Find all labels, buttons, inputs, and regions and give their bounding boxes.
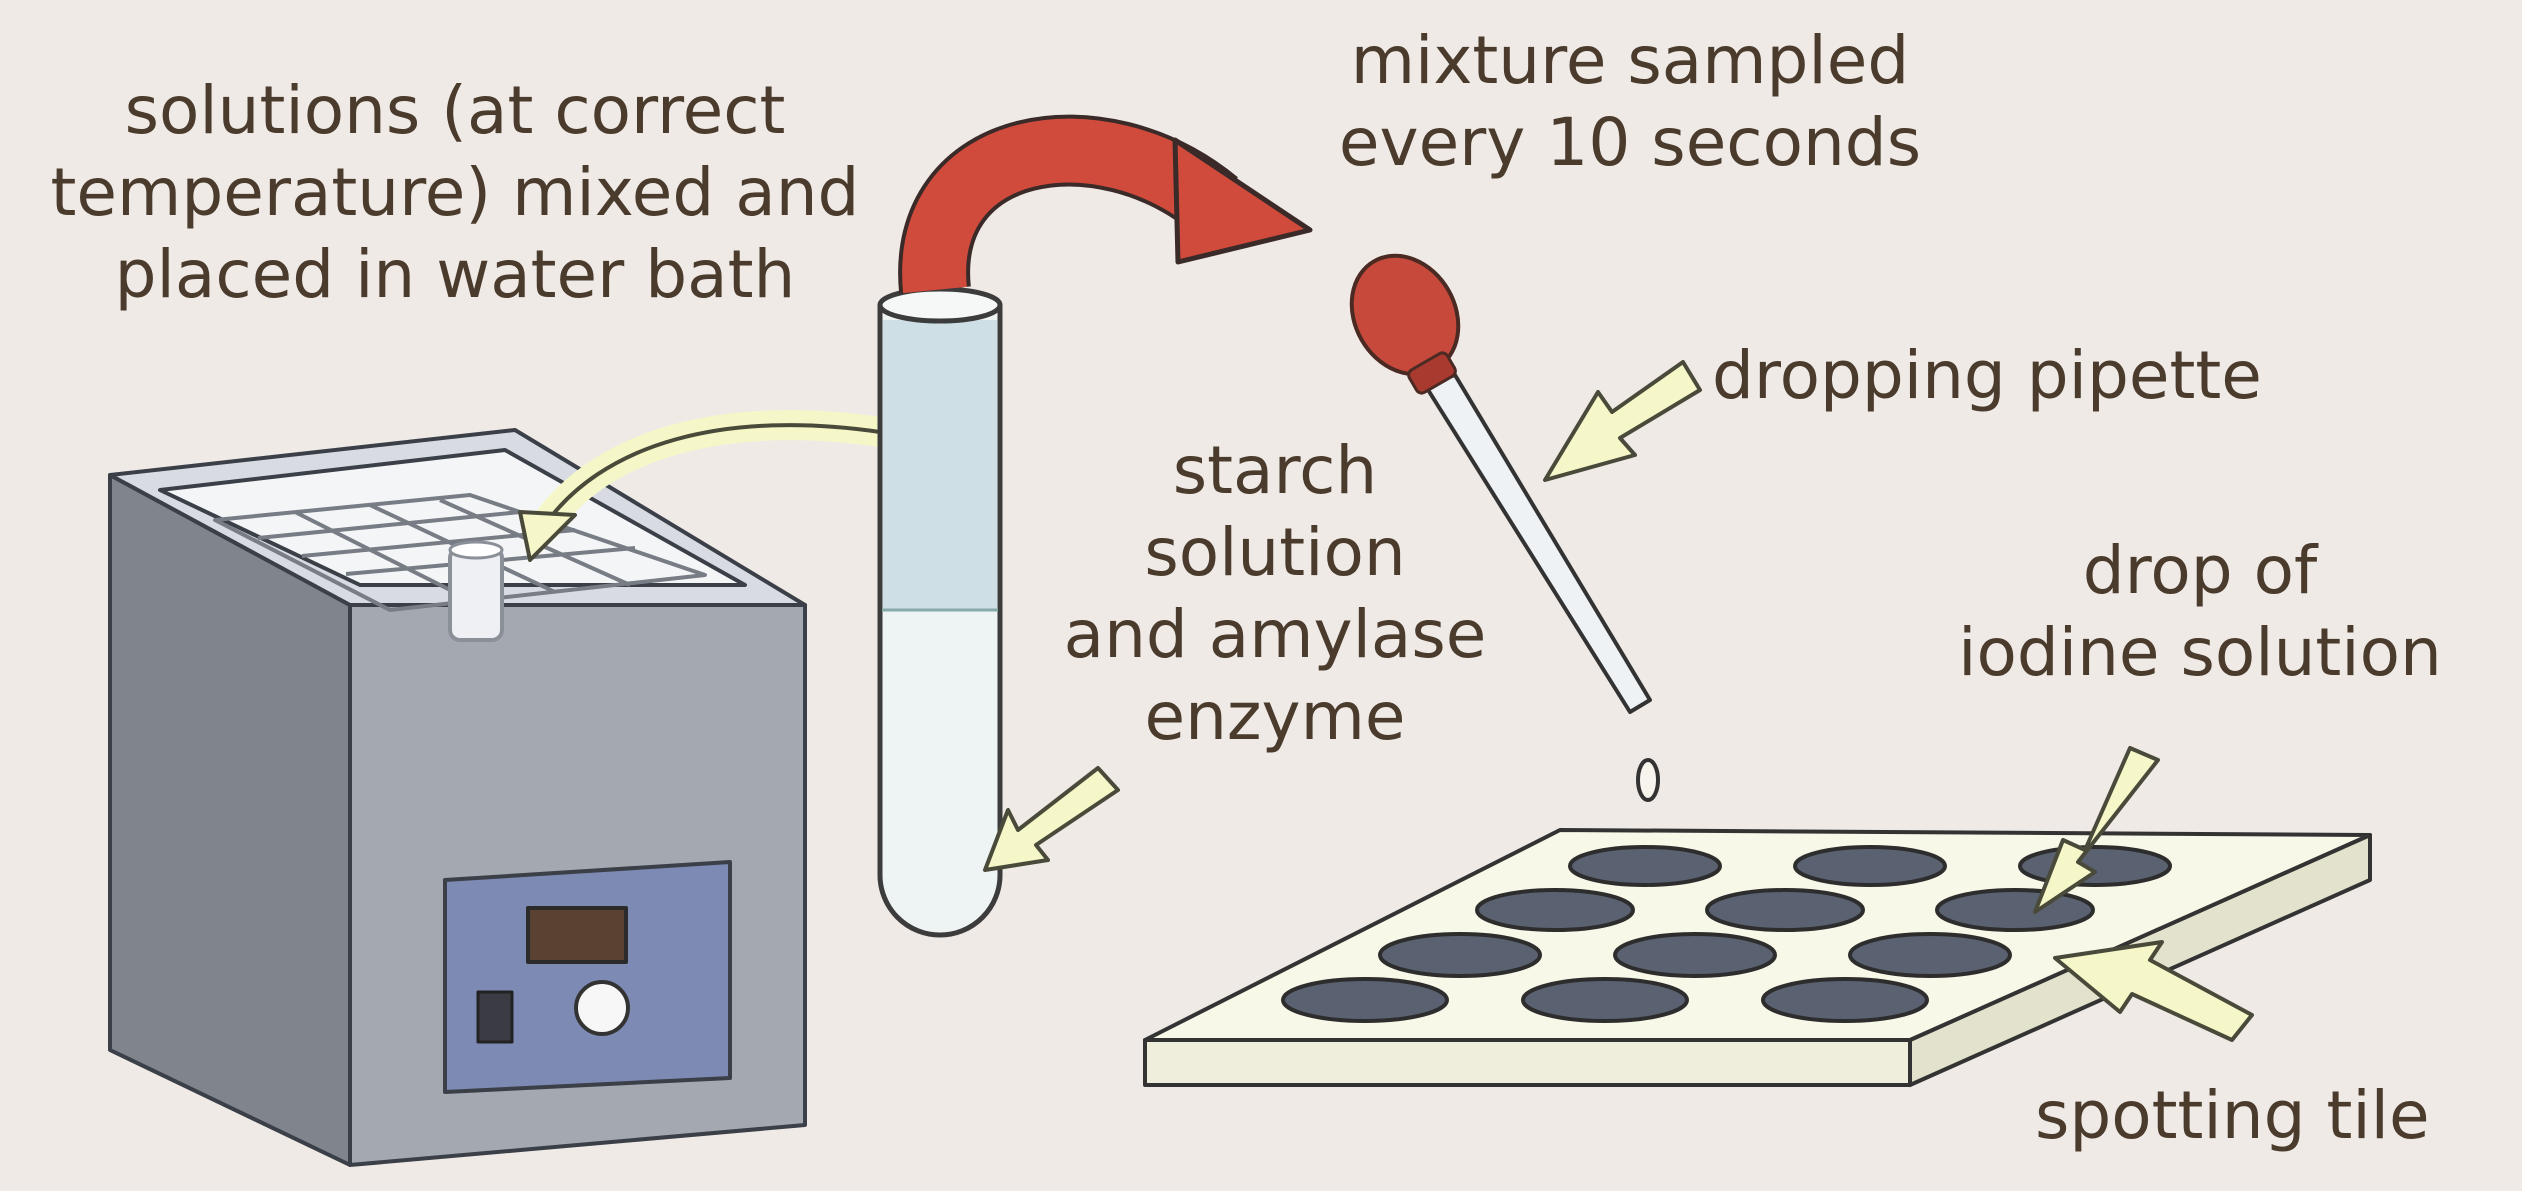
tube-contents-line-2: solution — [1144, 514, 1406, 591]
tile-front-edge — [1143, 1038, 1912, 1087]
tile-wells — [1281, 845, 2172, 1023]
tube-contents-label: starch solution and amylase enzyme — [1015, 430, 1535, 758]
water-bath-label: solutions (at correct temperature) mixed… — [20, 70, 890, 316]
power-switch — [476, 990, 514, 1044]
dropping-pipette — [1349, 253, 1660, 802]
iodine-arrow — [2033, 746, 2160, 914]
tube-contents-line-4: enzyme — [1144, 678, 1406, 755]
tile-arrow — [2053, 940, 2254, 1042]
iodine-label: drop of iodine solution — [1905, 530, 2495, 694]
temperature-display — [526, 906, 628, 964]
water-bath — [108, 428, 807, 1167]
iodine-label-line-2: iodine solution — [1958, 614, 2442, 691]
spotting-tile — [1143, 828, 2372, 1087]
tube-mouth — [877, 286, 1003, 324]
water-bath-label-line-1: solutions (at correct — [124, 72, 786, 149]
sampling-label: mixture sampled every 10 seconds — [1240, 20, 2020, 184]
water-bath-label-line-3: placed in water bath — [114, 236, 796, 313]
pipette-label: dropping pipette — [1712, 335, 2262, 417]
pipette-label-text: dropping pipette — [1712, 337, 2262, 414]
tube-contents-line-3: and amylase — [1063, 596, 1487, 673]
placement-arrow — [518, 410, 895, 562]
sampling-arrow — [898, 114, 1313, 294]
iodine-drop-falling — [1636, 758, 1660, 802]
contents-arrow — [983, 766, 1120, 872]
iodine-label-line-1: drop of — [2082, 532, 2318, 609]
tile-label-text: spotting tile — [2035, 1077, 2430, 1154]
water-bath-label-line-2: temperature) mixed and — [50, 154, 860, 231]
tile-label: spotting tile — [2035, 1075, 2430, 1157]
tube-liquid — [883, 320, 997, 610]
sampling-label-line-1: mixture sampled — [1350, 22, 1910, 99]
rack-tube — [448, 546, 504, 642]
pipette-bulb — [1349, 253, 1461, 377]
sampling-label-line-2: every 10 seconds — [1338, 104, 1922, 181]
tube-contents-line-1: starch — [1172, 432, 1378, 509]
temperature-dial — [574, 980, 630, 1036]
pipette-arrow — [1543, 360, 1702, 482]
control-panel — [443, 860, 732, 1094]
test-tube — [877, 286, 1003, 938]
